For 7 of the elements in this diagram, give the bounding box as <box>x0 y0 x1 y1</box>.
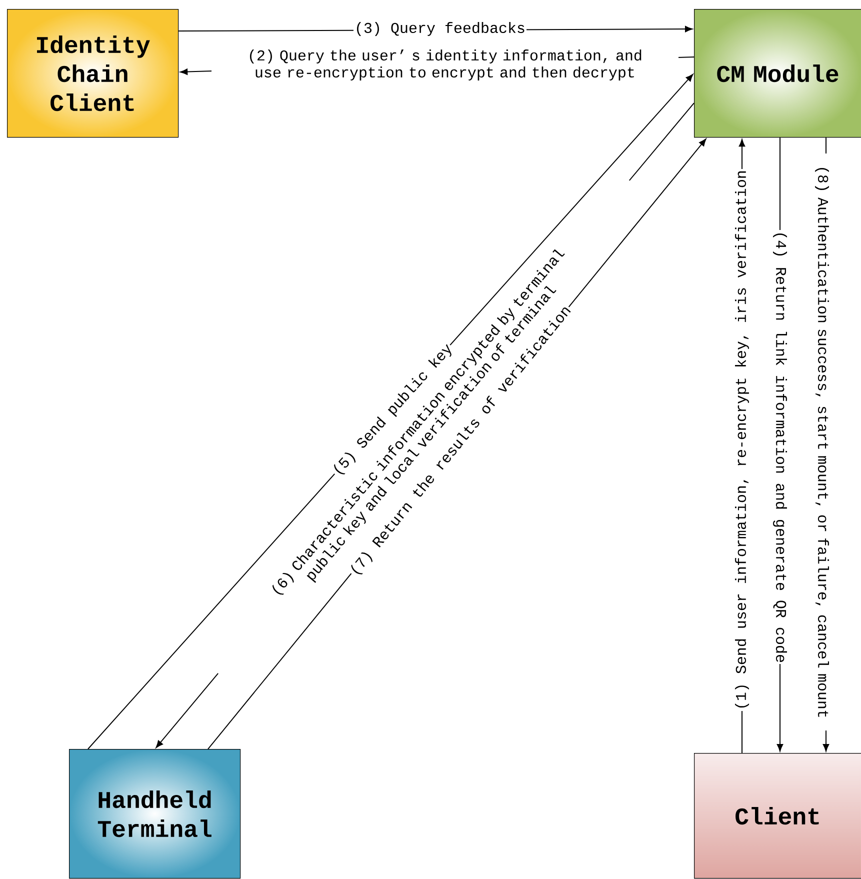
process-box: Handheld Terminal <box>69 749 241 879</box>
edge-label: (3) Query feedbacks <box>353 21 527 37</box>
edge-label: (1) Send user information, re-encrypt key, iris verification <box>734 168 750 712</box>
process-box: CM Module <box>694 9 861 138</box>
process-box: Client <box>694 753 861 879</box>
process-box: Identity Chain Client <box>7 9 179 138</box>
edge-label: (4) Return link information and generate QR code <box>772 230 788 664</box>
